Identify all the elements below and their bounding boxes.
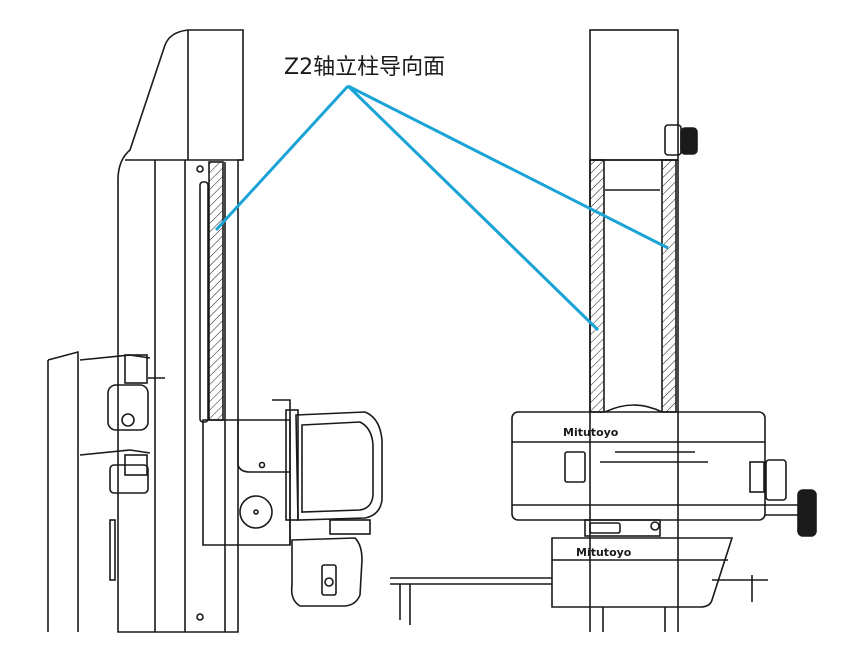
- leader-to-front-right-face: [347, 84, 669, 250]
- side-view: [47, 29, 383, 633]
- carriage-side: [202, 419, 291, 546]
- guide-face-front-left: [589, 159, 605, 413]
- lower-head: [551, 537, 734, 608]
- upper-head: [511, 411, 766, 521]
- front-view: [390, 29, 817, 632]
- column-body-side: [117, 29, 244, 633]
- leader-to-front-left-face: [346, 84, 600, 332]
- side-bracket: [47, 350, 151, 632]
- leader-lines: [214, 84, 669, 332]
- probe-housing-side: [295, 411, 383, 521]
- brand-upper-head: Mitutoyo: [563, 426, 619, 439]
- leader-to-side-face: [214, 84, 350, 232]
- guide-face-side: [208, 161, 224, 421]
- annotation-label: Z2轴立柱导向面: [284, 55, 445, 80]
- guide-face-front-right: [661, 159, 677, 413]
- brand-lower-head: Mitutoyo: [576, 546, 632, 559]
